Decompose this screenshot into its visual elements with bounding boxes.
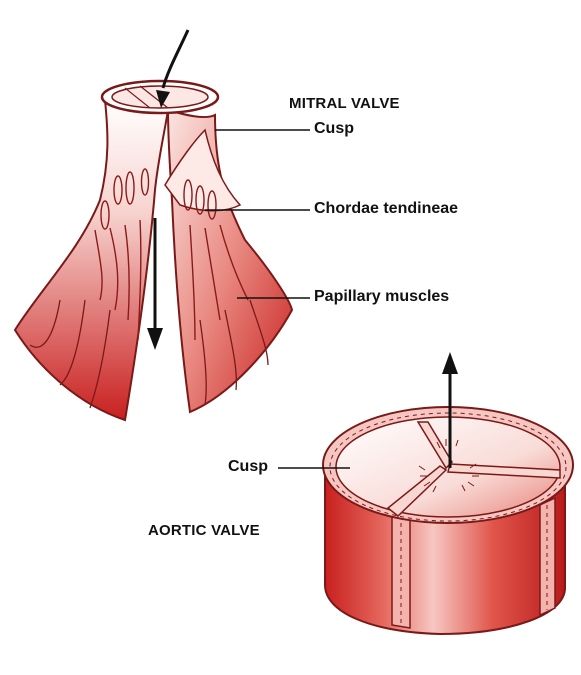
mitral-cusp-label: Cusp [314,120,354,138]
mitral-valve-drawing [15,30,310,420]
aortic-valve-drawing [278,352,573,634]
mitral-valve-title: MITRAL VALVE [289,95,400,112]
mitral-left-body [15,100,168,420]
aortic-valve-title: AORTIC VALVE [148,522,260,539]
papillary-muscles-label: Papillary muscles [314,288,449,306]
chordae-tendineae-label: Chordae tendineae [314,200,458,218]
aortic-cusp-label: Cusp [228,458,268,476]
